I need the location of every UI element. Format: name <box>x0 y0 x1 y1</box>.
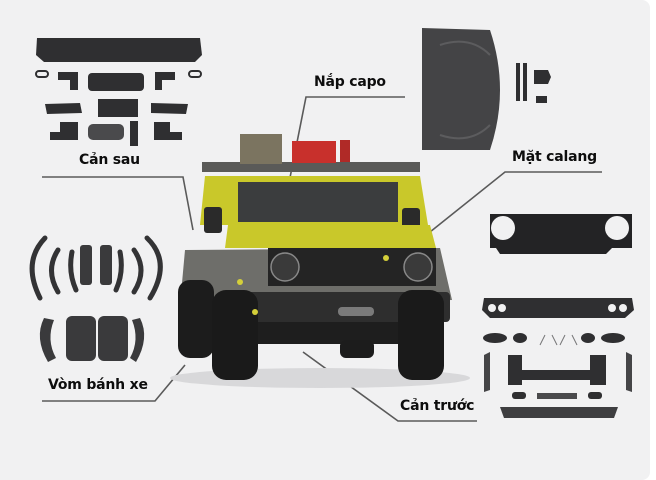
label-rear-bumper: Cản sau <box>79 152 140 168</box>
label-grille: Mặt calang <box>512 149 597 165</box>
label-front-bumper: Cản trước <box>400 398 475 414</box>
label-hood: Nắp capo <box>314 74 386 90</box>
label-wheel-arch: Vòm bánh xe <box>48 377 148 393</box>
